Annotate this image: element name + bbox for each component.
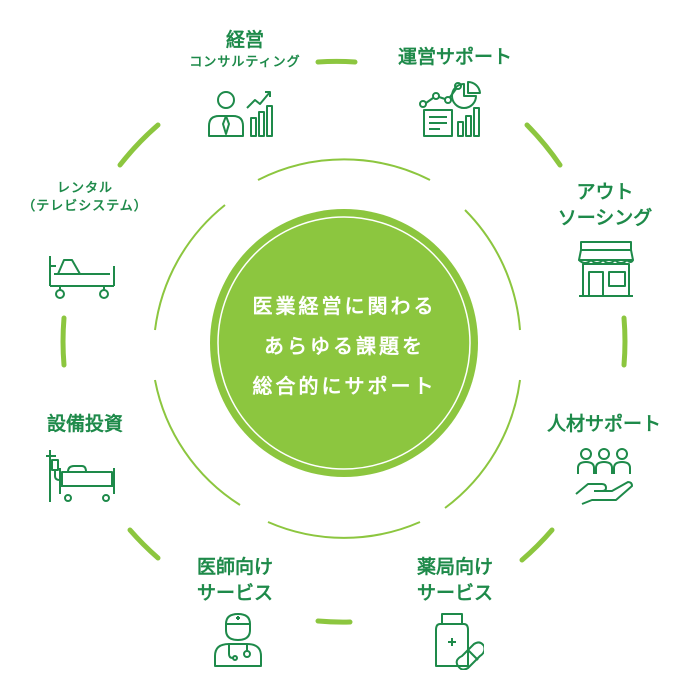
outer-ring-arc	[315, 618, 353, 625]
service-subtitle: サービス	[196, 581, 273, 604]
hospital-bed-icon	[49, 256, 115, 299]
outer-ring-arc	[60, 315, 67, 368]
service-title: 医師向け	[196, 556, 273, 578]
service-title: レンタル	[56, 181, 113, 196]
service-subtitle: サービス	[416, 581, 493, 604]
outer-ring-arc	[315, 58, 358, 65]
report-analytics-icon	[419, 80, 481, 137]
doctor-icon	[214, 613, 262, 667]
inner-ring-arc	[267, 521, 421, 539]
service-title: 薬局向け	[416, 556, 493, 578]
inner-ring-arc	[154, 379, 241, 506]
service-operation-support[interactable]: 運営サポート	[370, 45, 540, 71]
service-title: アウト	[576, 181, 634, 203]
hospital-bed-iv-icon	[46, 450, 115, 502]
inner-ring-arc	[154, 204, 226, 331]
service-physician[interactable]: 医師向け サービス	[160, 555, 310, 606]
center-text-line-1: 医業経営に関わる	[252, 294, 437, 318]
service-subtitle: ソーシング	[557, 206, 653, 229]
service-title: 経営	[225, 29, 264, 51]
outer-ring-arc	[117, 122, 161, 168]
service-subtitle: コンサルティング	[189, 54, 301, 70]
outer-ring-arc	[524, 122, 563, 168]
inner-ring-arc	[464, 209, 521, 331]
service-management-consulting[interactable]: 経営 コンサルティング	[160, 28, 330, 71]
inner-ring-arc	[257, 158, 431, 181]
medicine-bottle-icon	[435, 613, 484, 670]
people-hand-icon	[575, 448, 633, 505]
center-text-line-2: あらゆる課題を	[264, 334, 425, 358]
service-title: 運営サポート	[397, 46, 512, 68]
storefront-icon	[578, 241, 634, 297]
service-pharmacy[interactable]: 薬局向け サービス	[380, 555, 530, 606]
service-hr-support[interactable]: 人材サポート	[524, 412, 684, 438]
center-circle	[210, 209, 478, 477]
service-title: 設備投資	[46, 413, 123, 435]
outer-ring-arc	[519, 527, 555, 563]
service-equipment-investment[interactable]: 設備投資	[10, 412, 160, 438]
service-outsourcing[interactable]: アウト ソーシング	[530, 180, 680, 231]
service-subtitle: （テレビシステム）	[22, 198, 148, 214]
inner-ring-arc	[444, 379, 521, 509]
outer-ring-arc	[621, 315, 628, 368]
outer-ring-arc	[127, 527, 161, 561]
center-inner-ring	[217, 216, 471, 470]
center-text-line-3: 総合的にサポート	[252, 374, 437, 398]
service-rental[interactable]: レンタル （テレビシステム）	[0, 180, 170, 215]
service-title: 人材サポート	[546, 413, 661, 435]
consultant-chart-icon	[208, 91, 273, 137]
